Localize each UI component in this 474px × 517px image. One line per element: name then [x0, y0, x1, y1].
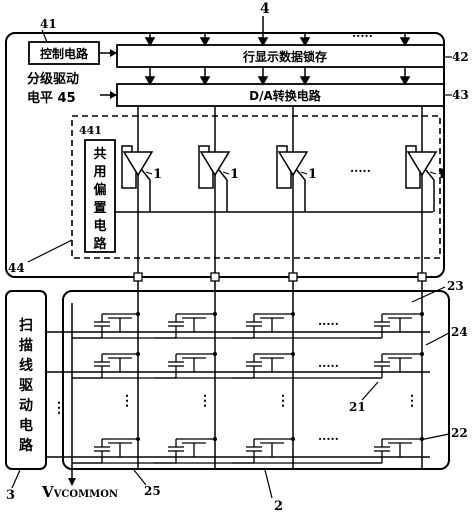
amplifier-triangle: [199, 151, 231, 177]
row-latch-label: 行显示数据锁存: [242, 49, 327, 64]
svg-text:驱: 驱: [19, 378, 33, 394]
pixel-cell: [232, 438, 292, 464]
pixel-cell: [360, 313, 420, 339]
ref-44-label: 44: [8, 261, 25, 275]
ref-41-label: 41: [40, 17, 57, 31]
pixel-cell: [232, 353, 292, 379]
ref-441-label: 441: [79, 124, 102, 137]
amplifier-3: 1: [276, 106, 317, 470]
junction-dot: [213, 352, 217, 356]
junction-dot: [420, 312, 424, 316]
shared-bias-label: 共 用 偏 置 电 路: [92, 146, 107, 252]
column-dots: ⋮: [276, 393, 290, 409]
pixel-cell: [154, 438, 214, 464]
ref-4-label: 4: [260, 1, 270, 17]
amplifier-4: 1: [405, 106, 446, 470]
pixel-cell: [72, 353, 140, 379]
ref-22-label: 22: [451, 426, 468, 440]
pixel-cell: [154, 313, 214, 339]
scan-dots: ⋮: [52, 400, 66, 416]
column-dots: ⋮: [405, 393, 419, 409]
pixel-cell: [72, 438, 140, 464]
column-dots: ⋮: [120, 393, 134, 409]
row-latch-box: [116, 44, 445, 68]
scan-driver-label: 扫 描 线 驱 动 电 路: [19, 318, 34, 454]
amplifier-region: [71, 115, 441, 259]
pixel-cell: [72, 313, 140, 339]
junction-dot: [213, 312, 217, 316]
ref-21-label: 21: [349, 400, 366, 414]
svg-text:电: 电: [19, 417, 33, 434]
svg-text:用: 用: [92, 165, 106, 180]
source-driver-block: [5, 32, 445, 278]
pixel-cell: [360, 438, 420, 464]
top-dots: ·····: [352, 29, 373, 43]
amplifier-triangle: [406, 151, 438, 177]
ref-23-label: 23: [447, 279, 464, 293]
array-dots-row2: ·····: [318, 359, 339, 373]
junction-dot: [136, 437, 140, 441]
amplifier-triangle: [122, 151, 154, 177]
da-converter-label: D/A转换电路: [249, 88, 322, 103]
junction-dot: [291, 352, 295, 356]
svg-text:电: 电: [93, 218, 106, 234]
svg-text:偏: 偏: [93, 182, 106, 198]
array-dots-row3: ·····: [318, 432, 339, 446]
amplifier-2: 1: [198, 106, 239, 470]
ref-1-label: 1: [230, 167, 239, 182]
svg-text:共: 共: [93, 146, 106, 162]
latch-to-da-arrows: [144, 67, 411, 86]
ref-24-label: 24: [451, 325, 468, 339]
ref-3-label: 3: [6, 488, 15, 503]
pixel-array: ⋮ ⋮ ⋮ ⋮: [46, 303, 430, 486]
vcommon-arrow: [68, 478, 76, 486]
svg-text:动: 动: [19, 397, 33, 414]
pixel-array-block: [62, 290, 450, 470]
vcommon-label: VVCOMMON: [41, 483, 118, 501]
amp-dots: ·····: [350, 164, 371, 178]
connector-pad: [417, 272, 427, 282]
junction-dot: [136, 352, 140, 356]
ref-1-label: 1: [437, 167, 446, 182]
junction-dot: [420, 352, 424, 356]
graded-drive-label-1: 分级驱动: [27, 71, 79, 87]
amplifier-1: 1: [121, 106, 162, 470]
latch-input-arrows: [144, 33, 411, 47]
pixel-cell: [154, 353, 214, 379]
ref-42-label: 42: [452, 50, 469, 64]
array-dots-row1: ·····: [318, 317, 339, 331]
ref-25-label: 25: [144, 484, 161, 498]
svg-text:描: 描: [19, 337, 33, 354]
junction-dot: [213, 437, 217, 441]
svg-text:置: 置: [93, 201, 106, 216]
graded-drive-label-2: 电平 45: [27, 90, 76, 106]
connector-pad: [210, 272, 220, 282]
ref-1-label: 1: [153, 167, 162, 182]
junction-dot: [291, 437, 295, 441]
control-circuit-label: 控制电路: [40, 46, 89, 61]
column-dots: ⋮: [198, 393, 212, 409]
shared-bias-box: [84, 139, 116, 253]
connector-pad: [133, 272, 143, 282]
svg-text:路: 路: [93, 236, 107, 252]
ref-1-label: 1: [308, 167, 317, 182]
junction-dot: [136, 312, 140, 316]
svg-text:扫: 扫: [19, 318, 33, 334]
pixel-cell: [360, 353, 420, 379]
ref-2-label: 2: [274, 499, 283, 514]
amplifier-row: 1 1 1 1: [121, 106, 446, 470]
svg-text:线: 线: [19, 357, 33, 374]
scan-driver-block: [5, 290, 47, 470]
pixel-cell: [232, 313, 292, 339]
ref-43-label: 43: [452, 88, 469, 102]
amplifier-triangle: [277, 151, 309, 177]
connector-pad: [288, 272, 298, 282]
svg-text:路: 路: [19, 437, 34, 454]
junction-dot: [291, 312, 295, 316]
